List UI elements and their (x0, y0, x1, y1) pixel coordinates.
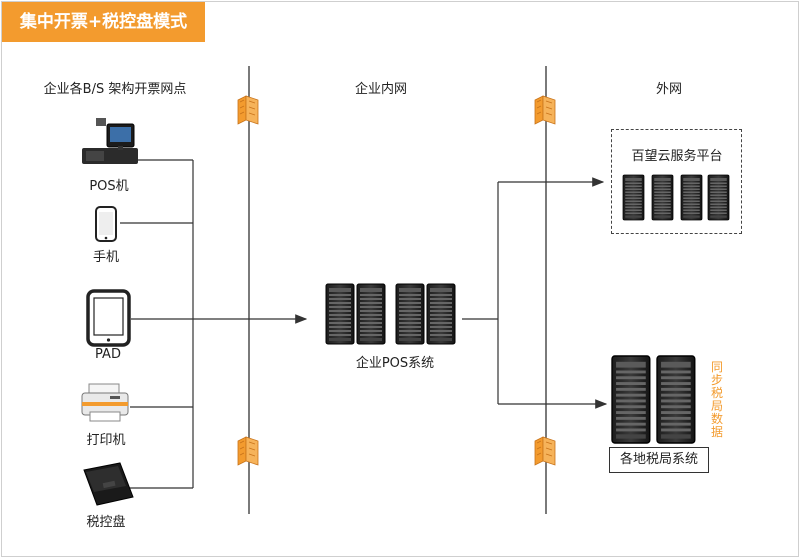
tax-system-label: 各地税局系统 (609, 447, 709, 473)
device-label-tax-disk: 税控盘 (86, 515, 126, 530)
enterprise-server-cluster (325, 283, 456, 345)
server-rack-icon (426, 283, 456, 345)
printer-icon (81, 383, 129, 422)
device-bus-lines (120, 159, 194, 489)
zone-label-right: 外网 (655, 82, 683, 97)
device-label-phone: 手机 (92, 250, 120, 265)
firewall-icon (534, 95, 556, 125)
device-label-printer: 打印机 (86, 433, 126, 448)
mobile-phone-icon (95, 206, 117, 242)
tablet-icon (86, 289, 131, 347)
device-label-pad: PAD (95, 347, 121, 362)
tax-server-cluster (611, 355, 696, 444)
server-rack-icon (395, 283, 425, 345)
server-rack-icon (356, 283, 386, 345)
server-rack-icon (656, 355, 696, 444)
cloud-platform-box (611, 129, 742, 234)
firewall-icon (534, 436, 556, 466)
outbound-lines (462, 177, 608, 409)
server-rack-icon (325, 283, 355, 345)
cloud-platform-label: 百望云服务平台 (631, 149, 723, 164)
zone-label-left: 企业各B/S 架构开票网点 (43, 82, 187, 97)
pos-terminal-icon (82, 118, 138, 164)
zone-label-middle: 企业内网 (354, 82, 408, 97)
firewall-icon (237, 436, 259, 466)
tax-control-disk-icon (83, 462, 134, 506)
server-rack-icon (611, 355, 651, 444)
diagram-title: 集中开票+税控盘模式 (2, 2, 205, 42)
enterprise-pos-label: 企业POS系统 (355, 356, 435, 371)
firewall-icon (237, 95, 259, 125)
device-label-pos: POS机 (89, 179, 129, 194)
sync-tax-data-label: 同步税局数据 (710, 360, 723, 439)
